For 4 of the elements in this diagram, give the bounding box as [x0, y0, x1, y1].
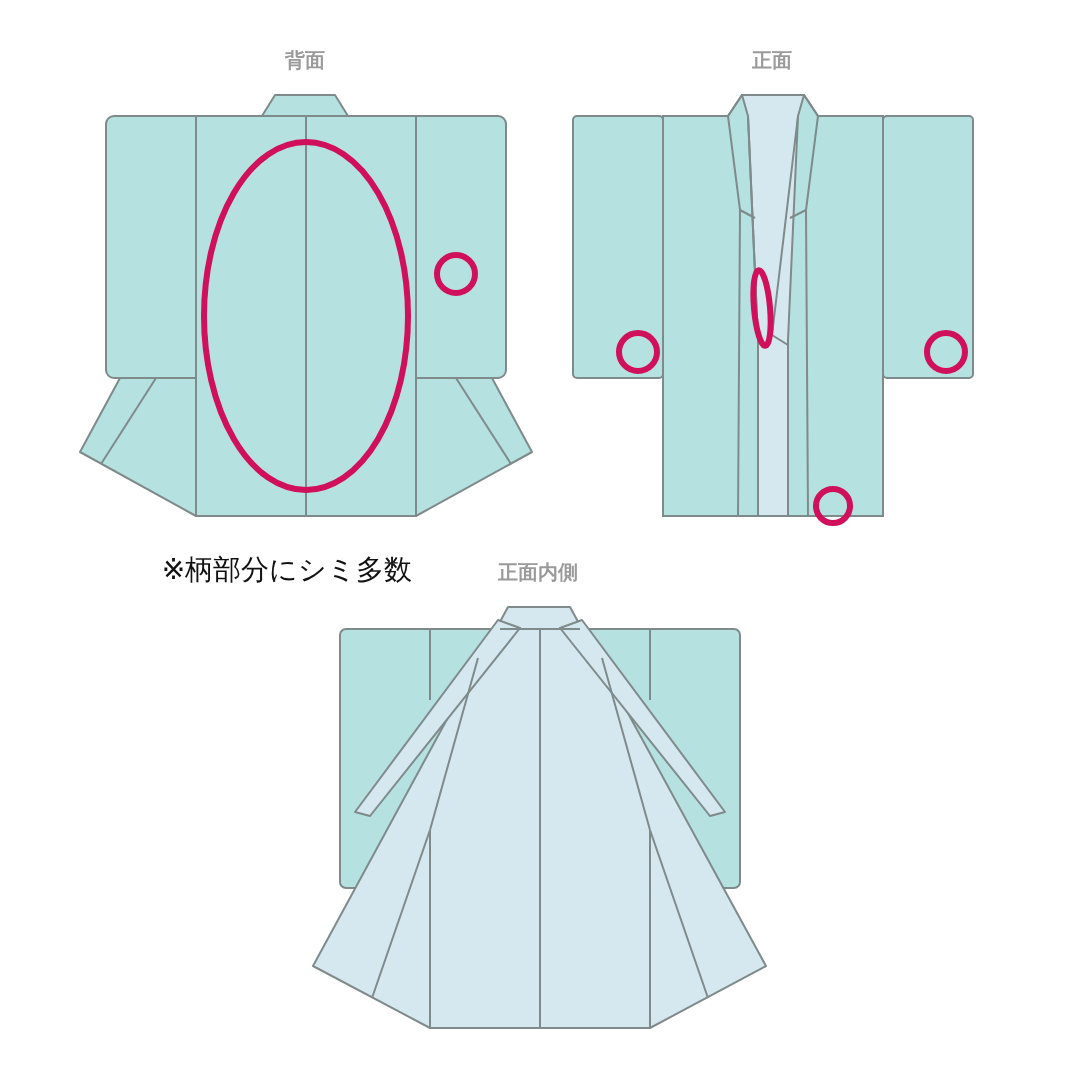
- view-label: 背面: [285, 46, 325, 74]
- view-label: 正面: [752, 46, 792, 74]
- note-text: ※柄部分にシミ多数: [161, 552, 413, 588]
- view-label: 正面内側: [498, 558, 578, 586]
